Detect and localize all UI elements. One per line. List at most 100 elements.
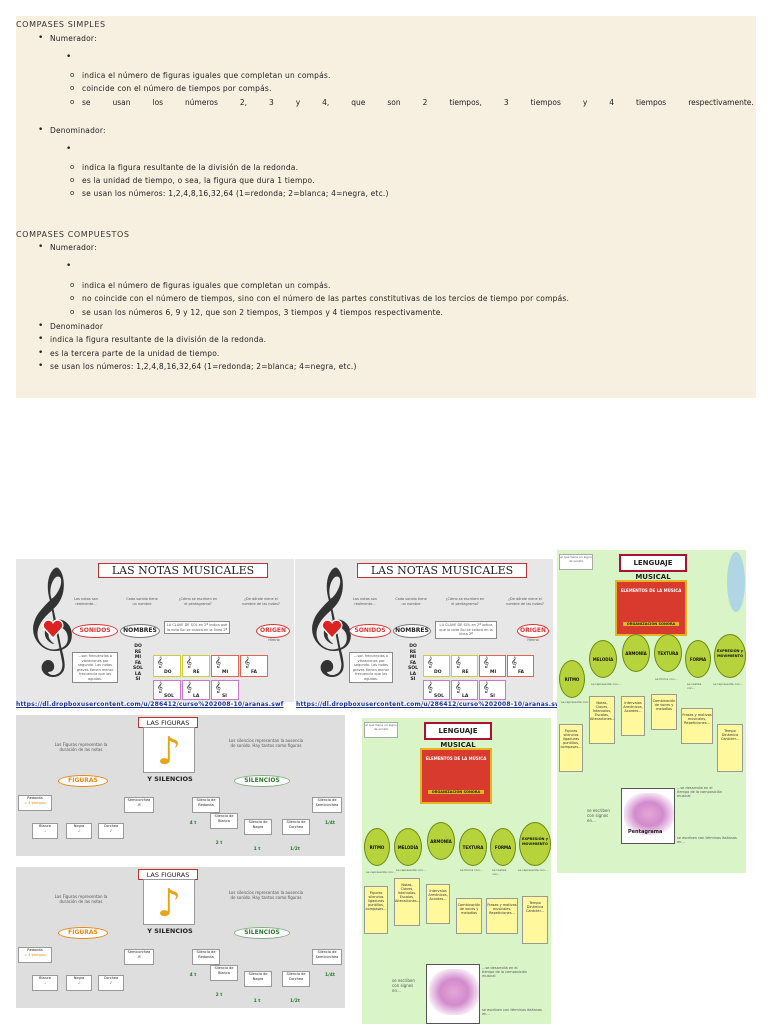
dur-semicorchea: 1/4t	[324, 821, 336, 826]
fig-semicorchea: Semicorchea♬	[124, 797, 154, 813]
staff-sol-2: 𝄞SOL	[423, 680, 450, 700]
decor-oval	[727, 552, 745, 612]
justified-word: 3	[503, 98, 509, 107]
compuestos-den-item-2: es la tercera parte de la unidad de tiem…	[38, 348, 219, 358]
origen-sub-2: Himno	[527, 638, 539, 642]
conn-expresion-2: se representa con...	[518, 868, 548, 872]
lenguaje-title: LENGUAJE MUSICAL	[619, 554, 687, 581]
conn-forma-2: se realiza con...	[492, 868, 507, 876]
node-melodia-2: MELODÍA	[394, 828, 422, 866]
node-textura-2: TEXTURA	[459, 828, 487, 866]
staff-mi-2: 𝄞MI	[479, 655, 506, 677]
fig-redonda: Redonda= 4 tiempos	[18, 795, 52, 811]
silencios-desc-2: Los silencios representan la ausencia de…	[228, 890, 304, 900]
justified-word: respectivamente.	[688, 98, 754, 107]
sil-corchea-2: Silencio de Corchea	[282, 971, 310, 987]
staff-do-2: 𝄞DO	[423, 655, 450, 677]
fig-redonda-2: Redonda= 4 tiempos	[18, 947, 52, 963]
node-origen: ORIGEN	[256, 624, 290, 638]
sil-semicorchea-2: Silencio de Semicorchea	[312, 949, 342, 965]
sil-negra: Silencio de Negra	[244, 819, 272, 835]
fig-negra: Negra♩	[66, 823, 92, 839]
signos-label: se escriben con signos en...	[587, 808, 610, 823]
desarrollo-label-2: ...se desarrolla en el tiempo de la comp…	[482, 966, 527, 978]
silencios-desc: Los silencios representan la ausencia de…	[228, 738, 304, 748]
notas-q4-2: ¿De dónde viene el nombre de las notas?	[506, 597, 544, 606]
dur-corchea-2: 1/2t	[289, 999, 301, 1004]
elementos-box: ELEMENTOS DE LA MÚSICA ORGANIZACIÓN SONO…	[615, 580, 687, 636]
figuras-silencios-image-2: LAS FIGURAS ♪ Las Figuras representan la…	[16, 867, 345, 1008]
justified-word: usan	[112, 98, 131, 107]
node-expresion-2: EXPRESIÓN y MOVIMIENTO	[519, 822, 551, 866]
pentagrama-image: Pentagrama	[621, 788, 675, 844]
notas-q1-2: Las notas son realmente...	[352, 597, 378, 606]
compuestos-den-item-1: indica la figura resultante de la divisi…	[38, 334, 266, 344]
node-armonia: ARMONÍA	[622, 634, 650, 672]
node-textura: TEXTURA	[654, 634, 682, 672]
compuestos-num-item-1: indica el número de figuras iguales que …	[70, 281, 331, 290]
sil-blanca-2: Silencio de Blanca	[210, 965, 238, 981]
node-forma-2: FORMA	[490, 828, 516, 866]
notas-q3-2: ¿Cómo se escriben en el pentagrama?	[445, 597, 485, 606]
conn-textura: se forma con...	[655, 677, 678, 681]
justified-word: 2	[422, 98, 428, 107]
notas-q3: ¿Cómo se escriben en el pentagrama?	[178, 597, 218, 606]
justified-word: son	[387, 98, 401, 107]
conn-ritmo: se representa con...	[561, 700, 591, 704]
box-expresion-2: Tempo Dinámica Carácter...	[522, 896, 548, 944]
fig-corchea: Corchea♪	[98, 823, 124, 839]
fig-blanca: Blanca𝅗𝅥	[32, 823, 58, 839]
figuras-oval-2: FIGURAS	[58, 927, 108, 939]
justified-word: 2,	[239, 98, 248, 107]
simples-den-item-2: es la unidad de tiempo, o sea, la figura…	[70, 176, 315, 185]
compases-simples-heading: COMPASES SIMPLES	[16, 20, 106, 29]
terminos-label-2: se escriben con términos italianos en...	[482, 1008, 542, 1016]
compuestos-num-item-3: se usan los números 6, 9 y 12, que son 2…	[70, 308, 443, 317]
lenguaje-title-2: LENGUAJE MUSICAL	[424, 722, 492, 749]
dur-redonda-2: 4 t	[189, 973, 197, 978]
swf-link-2[interactable]: https://dl.dropboxusercontent.com/u/2864…	[296, 701, 564, 708]
node-nombres-2: NOMBRES	[393, 624, 431, 638]
figuras-oval: FIGURAS	[58, 775, 108, 787]
figuras-desc: Las Figuras representan la duración de l…	[54, 742, 108, 752]
staff-si-2: 𝄞SI	[479, 680, 506, 700]
dur-negra: 1 t	[253, 847, 261, 852]
lenguaje-musical-image-1: el que tiene un signo de sonido LENGUAJE…	[557, 550, 746, 873]
sonidos-desc-2: ...son frecuencias o vibraciones por seg…	[349, 652, 393, 683]
sil-semicorchea: Silencio de Semicorchea	[312, 797, 342, 813]
heart-icon	[42, 619, 64, 639]
silencios-oval: SILENCIOS	[234, 775, 290, 787]
justified-word: números	[185, 98, 218, 107]
notas-q4: ¿De dónde viene el nombre de las notas?	[242, 597, 280, 606]
box-textura-2: Combinación de voces y melodías	[456, 898, 482, 934]
box-forma-2: Frases y motivos musicales, Repeticiones…	[486, 898, 518, 934]
lenguaje-musical-image-2: el que tiene un signo de sonido LENGUAJE…	[362, 718, 551, 1024]
node-origen-2: ORIGEN	[517, 624, 549, 638]
simples-num-item-1: indica el número de figuras iguales que …	[70, 71, 331, 80]
node-melodia: MELODÍA	[589, 640, 617, 678]
sonidos-desc: ...son frecuencias o vibraciones por seg…	[72, 652, 118, 683]
compuestos-denominador-label: Denominador	[38, 321, 103, 331]
clave-sol-text-2: LA CLAVE DE SOL en 2ª indica que la nota…	[435, 621, 497, 639]
heart-icon-2	[321, 619, 343, 639]
fig-corchea-2: Corchea♪	[98, 975, 124, 991]
compuestos-den-item-3: se usan los números: 1,2,4,8,16,32,64 (1…	[38, 361, 357, 371]
sil-blanca: Silencio de Blanca	[210, 813, 238, 829]
y-silencios-label: Y SILENCIOS	[147, 775, 193, 783]
conn-melodia-2: se representa con...	[396, 868, 426, 872]
notas-q2-2: Cada sonido tiene un nombre	[395, 597, 427, 606]
compuestos-numerador-label: Numerador:	[38, 242, 97, 252]
conn-ritmo-2: se representa con...	[366, 870, 396, 874]
staff-la-2: 𝄞LA	[451, 680, 478, 700]
notas-q1: Las notas son realmente...	[73, 597, 99, 606]
fig-blanca-2: Blanca𝅗𝅥	[32, 975, 58, 991]
node-ritmo: RITMO	[559, 660, 585, 698]
origen-sub: Himno	[268, 638, 280, 642]
node-expresion: EXPRESIÓN y MOVIMIENTO	[714, 634, 746, 678]
dur-semicorchea-2: 1/4t	[324, 973, 336, 978]
desarrollo-label: ...se desarrolla en el tiempo de la comp…	[677, 786, 722, 798]
swf-link-1[interactable]: https://dl.dropboxusercontent.com/u/2864…	[16, 701, 284, 708]
treble-clef-icon-2: 𝄞	[301, 565, 356, 672]
